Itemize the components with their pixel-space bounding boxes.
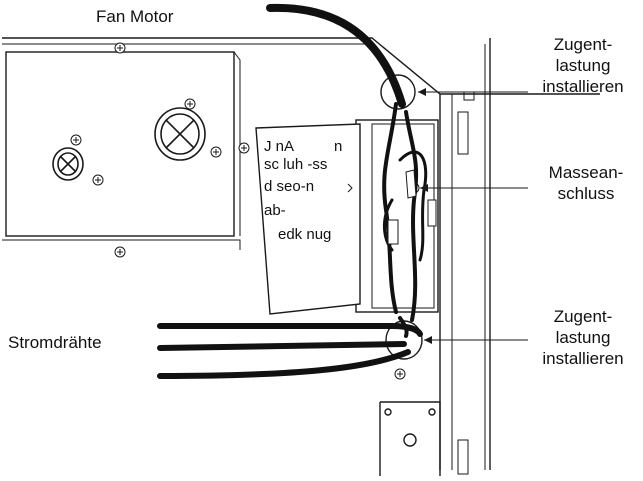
junction-cover: [255, 123, 361, 315]
label-fan-motor: Fan Motor: [96, 7, 174, 26]
housing-bottom-edge: [2, 239, 241, 250]
junction-wire: [382, 102, 398, 314]
fan-motor-cable: [266, 3, 406, 108]
wire-nut: [427, 199, 437, 227]
cover-text-line1b: n: [334, 138, 343, 155]
label-strain-relief-top: Zugent- lastung installieren: [524, 34, 642, 97]
label-line: installieren: [542, 349, 624, 368]
cover-text-line2: sc luh -ss: [264, 156, 328, 173]
cover-text-line3: d seo-n: [264, 178, 315, 195]
cover-text-line5: edk nug: [278, 226, 332, 243]
power-wire-1: [157, 323, 423, 337]
label-line: Zugent-: [553, 35, 613, 54]
label-line: schluss: [557, 184, 615, 203]
label-line: lastung: [555, 328, 611, 347]
junction-box-inner: [371, 123, 435, 309]
junction-box: [355, 119, 439, 313]
power-wire-3: [157, 349, 411, 379]
lower-bracket: [379, 401, 441, 476]
cover-text-line4: ab-: [264, 202, 286, 219]
label-line: installieren: [542, 77, 624, 96]
wire-nut: [387, 219, 399, 245]
rail-slot-bottom: [457, 439, 469, 475]
rail-slot-top: [457, 111, 469, 155]
housing-top-edge: [2, 37, 600, 95]
label-strain-relief-bottom: Zugent- lastung installieren: [524, 306, 642, 369]
label-ground: Massean- schluss: [530, 162, 642, 204]
label-power-wires: Stromdrähte: [8, 333, 102, 352]
label-line: lastung: [555, 56, 611, 75]
wire-nut: [405, 169, 417, 199]
cover-text-line1: J nA: [264, 138, 295, 155]
power-wire-2: [157, 341, 407, 351]
label-line: Massean-: [548, 163, 624, 182]
label-line: Zugent-: [553, 307, 613, 326]
